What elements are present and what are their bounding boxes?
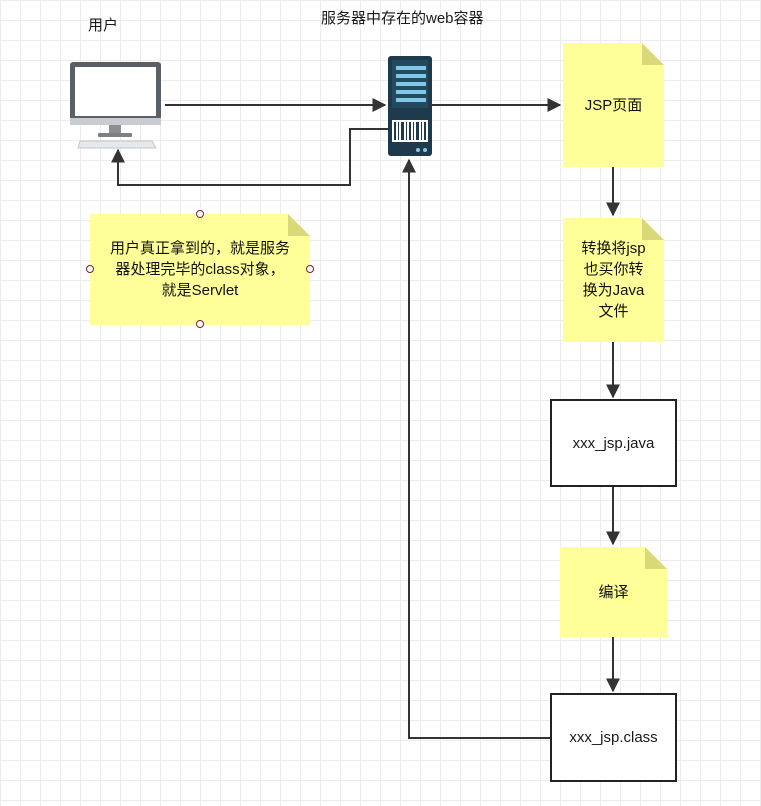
computer-icon (70, 62, 161, 149)
user-label: 用户 (88, 17, 119, 34)
selection-handle-left[interactable] (86, 265, 94, 273)
user-explanation-note-text: 用户真正拿到的，就是服务 器处理完毕的class对象， 就是Servlet (109, 240, 290, 299)
server-label: 服务器中存在的web容器 (321, 10, 484, 27)
user-explanation-note[interactable]: 用户真正拿到的，就是服务 器处理完毕的class对象， 就是Servlet (90, 214, 310, 325)
arrow-server-to-computer (111, 128, 388, 186)
selection-handle-bottom[interactable] (196, 320, 204, 328)
arrow-class-to-server (402, 158, 550, 739)
selection-handle-top[interactable] (196, 210, 204, 218)
java-file-box[interactable]: xxx_jsp.java (550, 399, 677, 487)
convert-note[interactable]: 转换将jsp 也买你转 换为Java 文件 (563, 218, 664, 342)
jsp-page-note[interactable]: JSP页面 (563, 43, 664, 167)
compile-note[interactable]: 编译 (560, 547, 667, 637)
jsp-page-note-text: JSP页面 (584, 96, 643, 114)
selection-handle-right[interactable] (306, 265, 314, 273)
server-icon (388, 56, 432, 156)
convert-note-text: 转换将jsp 也买你转 换为Java 文件 (581, 240, 646, 320)
compile-note-text: 编译 (598, 583, 629, 601)
class-file-box[interactable]: xxx_jsp.class (550, 693, 677, 782)
class-file-label: xxx_jsp.class (569, 729, 658, 746)
java-file-label: xxx_jsp.java (572, 434, 655, 452)
